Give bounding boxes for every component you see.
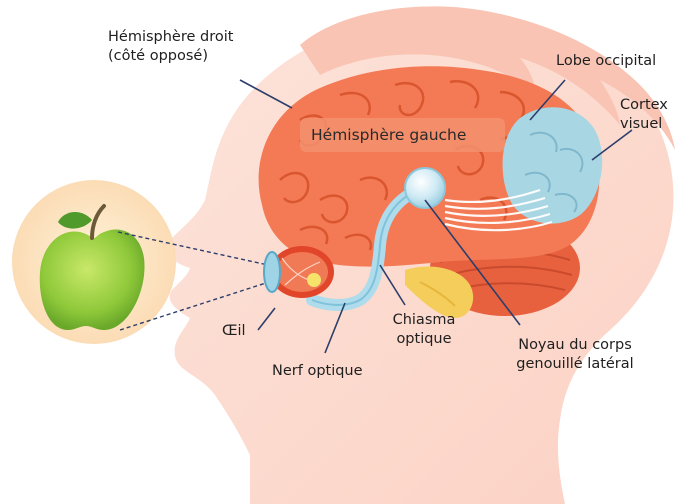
label-visual-cortex: Cortex visuel (620, 96, 668, 134)
label-optic-nerve: Nerf optique (272, 362, 363, 381)
label-lateral-geniculate-nucleus: Noyau du corps genouillé latéral (490, 336, 660, 374)
visual-cortex-region (503, 107, 603, 223)
label-visual-cortex-line1: Cortex (620, 96, 668, 115)
label-optic-chiasm-line1: Chiasma (378, 311, 470, 330)
label-optic-chiasm-line2: optique (378, 330, 470, 349)
label-lgn-line2: genouillé latéral (490, 355, 660, 374)
label-right-hemisphere-line2: (côté opposé) (108, 47, 233, 66)
label-optic-chiasm: Chiasma optique (378, 311, 470, 349)
label-left-hemisphere: Hémisphère gauche (311, 126, 466, 145)
label-right-hemisphere: Hémisphère droit (côté opposé) (108, 28, 233, 66)
label-visual-cortex-line2: visuel (620, 115, 668, 134)
eye-icon (264, 246, 334, 298)
label-occipital-lobe: Lobe occipital (556, 52, 656, 71)
label-eye: Œil (222, 322, 246, 341)
lateral-geniculate-nucleus (405, 168, 445, 208)
label-right-hemisphere-line1: Hémisphère droit (108, 28, 233, 47)
label-lgn-line1: Noyau du corps (490, 336, 660, 355)
